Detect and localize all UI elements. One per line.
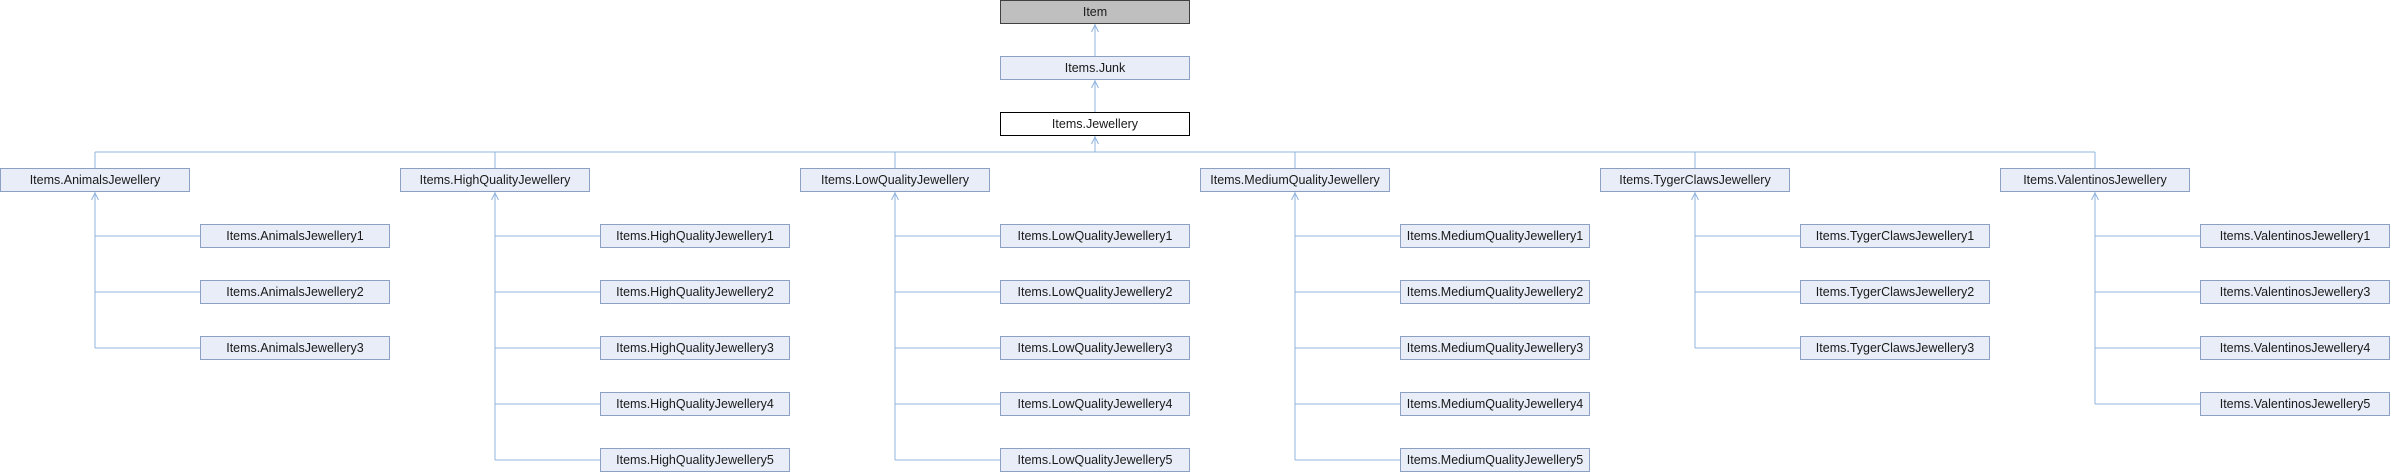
class-node-items-medium-quality-jewellery4[interactable]: Items.MediumQualityJewellery4 (1400, 392, 1590, 416)
class-node-items-high-quality-jewellery[interactable]: Items.HighQualityJewellery (400, 168, 590, 192)
edge-arrow-items-high-quality-jewellery (491, 191, 499, 201)
edge-arrow-items-tyger-claws-jewellery (1691, 191, 1699, 201)
class-node-items-tyger-claws-jewellery2[interactable]: Items.TygerClawsJewellery2 (1800, 280, 1990, 304)
edge-arrow-items-animals-jewellery (91, 191, 99, 201)
class-node-items-low-quality-jewellery5[interactable]: Items.LowQualityJewellery5 (1000, 448, 1190, 472)
class-node-items-high-quality-jewellery1[interactable]: Items.HighQualityJewellery1 (600, 224, 790, 248)
edge-arrow-items-valentinos-jewellery (2091, 191, 2099, 201)
class-node-items-jewellery[interactable]: Items.Jewellery (1000, 112, 1190, 136)
class-node-items-low-quality-jewellery3[interactable]: Items.LowQualityJewellery3 (1000, 336, 1190, 360)
class-node-item[interactable]: Item (1000, 0, 1190, 24)
class-node-items-high-quality-jewellery5[interactable]: Items.HighQualityJewellery5 (600, 448, 790, 472)
class-node-items-junk[interactable]: Items.Junk (1000, 56, 1190, 80)
edge-arrow-items-medium-quality-jewellery (1291, 191, 1299, 201)
class-node-items-medium-quality-jewellery[interactable]: Items.MediumQualityJewellery (1200, 168, 1390, 192)
class-node-items-valentinos-jewellery1[interactable]: Items.ValentinosJewellery1 (2200, 224, 2390, 248)
class-node-items-animals-jewellery1[interactable]: Items.AnimalsJewellery1 (200, 224, 390, 248)
edge-arrow-jewellery (1091, 135, 1099, 145)
class-node-items-medium-quality-jewellery2[interactable]: Items.MediumQualityJewellery2 (1400, 280, 1590, 304)
class-node-items-tyger-claws-jewellery1[interactable]: Items.TygerClawsJewellery1 (1800, 224, 1990, 248)
class-node-items-low-quality-jewellery1[interactable]: Items.LowQualityJewellery1 (1000, 224, 1190, 248)
class-node-items-high-quality-jewellery3[interactable]: Items.HighQualityJewellery3 (600, 336, 790, 360)
class-node-items-animals-jewellery[interactable]: Items.AnimalsJewellery (0, 168, 190, 192)
class-node-items-low-quality-jewellery[interactable]: Items.LowQualityJewellery (800, 168, 990, 192)
class-node-items-tyger-claws-jewellery3[interactable]: Items.TygerClawsJewellery3 (1800, 336, 1990, 360)
edge-arrow-junk (1091, 79, 1099, 89)
class-node-items-tyger-claws-jewellery[interactable]: Items.TygerClawsJewellery (1600, 168, 1790, 192)
class-node-items-high-quality-jewellery4[interactable]: Items.HighQualityJewellery4 (600, 392, 790, 416)
class-node-items-valentinos-jewellery3[interactable]: Items.ValentinosJewellery3 (2200, 280, 2390, 304)
class-node-items-medium-quality-jewellery1[interactable]: Items.MediumQualityJewellery1 (1400, 224, 1590, 248)
edge-arrow-items-low-quality-jewellery (891, 191, 899, 201)
class-node-items-low-quality-jewellery2[interactable]: Items.LowQualityJewellery2 (1000, 280, 1190, 304)
edge-arrow-item (1091, 23, 1099, 33)
class-node-items-medium-quality-jewellery5[interactable]: Items.MediumQualityJewellery5 (1400, 448, 1590, 472)
class-node-items-animals-jewellery3[interactable]: Items.AnimalsJewellery3 (200, 336, 390, 360)
class-node-items-low-quality-jewellery4[interactable]: Items.LowQualityJewellery4 (1000, 392, 1190, 416)
class-node-items-animals-jewellery2[interactable]: Items.AnimalsJewellery2 (200, 280, 390, 304)
class-node-items-valentinos-jewellery4[interactable]: Items.ValentinosJewellery4 (2200, 336, 2390, 360)
class-node-items-high-quality-jewellery2[interactable]: Items.HighQualityJewellery2 (600, 280, 790, 304)
class-node-items-valentinos-jewellery5[interactable]: Items.ValentinosJewellery5 (2200, 392, 2390, 416)
class-node-items-valentinos-jewellery[interactable]: Items.ValentinosJewellery (2000, 168, 2190, 192)
class-node-items-medium-quality-jewellery3[interactable]: Items.MediumQualityJewellery3 (1400, 336, 1590, 360)
